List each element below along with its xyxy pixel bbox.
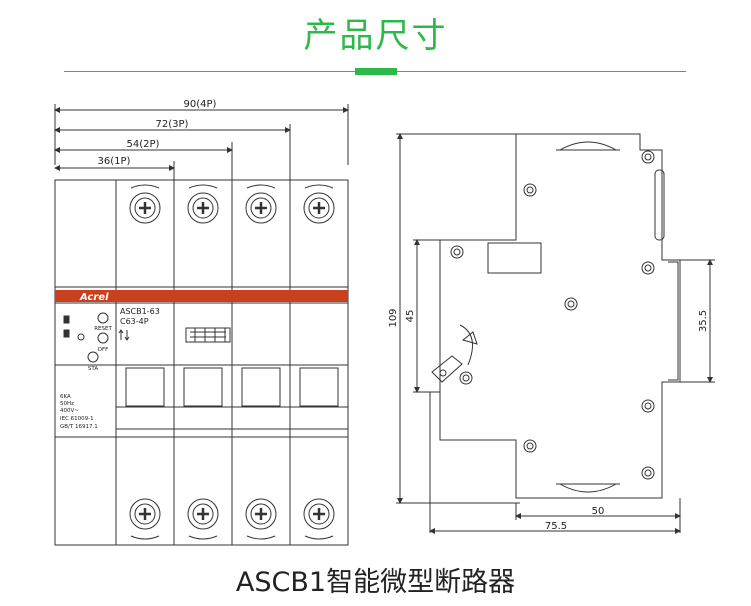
- rating-line-1: 6KA: [60, 394, 71, 400]
- model-line-2: C63-4P: [120, 317, 149, 326]
- dim-label-45: 45: [405, 310, 416, 323]
- side-view: [396, 133, 715, 534]
- operating-handles: [55, 364, 349, 438]
- bottom-terminal-screws: [129, 498, 335, 540]
- model-line-1: ASCB1-63: [120, 307, 160, 316]
- rating-line-3: 400V~: [60, 408, 79, 414]
- rivets: [450, 150, 655, 480]
- dim-label-72: 72(3P): [156, 119, 189, 130]
- dim-label-54: 54(2P): [127, 139, 160, 150]
- page-title: 产品尺寸: [303, 16, 448, 56]
- dim-label-90: 90(4P): [184, 99, 217, 110]
- rating-line-4: IEC 61009-1: [60, 416, 94, 422]
- rating-line-2: 50Hz: [60, 401, 74, 407]
- dim-label-75-5: 75.5: [545, 521, 567, 532]
- top-terminal-screws: [129, 184, 335, 224]
- brand-logo: Acrel: [79, 292, 109, 303]
- product-caption: ASCB1智能微型断路器: [235, 567, 516, 598]
- front-body: [54, 179, 349, 546]
- brand-band: [55, 290, 348, 302]
- front-view: [54, 104, 349, 546]
- side-lever: [431, 355, 463, 383]
- side-body: [439, 133, 681, 499]
- dim-label-50: 50: [592, 506, 605, 517]
- dim-label-36: 36(1P): [98, 156, 131, 167]
- dim-label-109: 109: [388, 308, 399, 327]
- sta-label: STA: [88, 366, 98, 372]
- control-panel: [63, 312, 231, 363]
- off-label: OFF: [98, 347, 109, 353]
- reset-label: RESET: [94, 326, 112, 332]
- title-divider-accent: [355, 68, 397, 75]
- rating-line-5: GB/T 16917.1: [60, 424, 98, 430]
- dim-label-35-5: 35.5: [698, 310, 709, 332]
